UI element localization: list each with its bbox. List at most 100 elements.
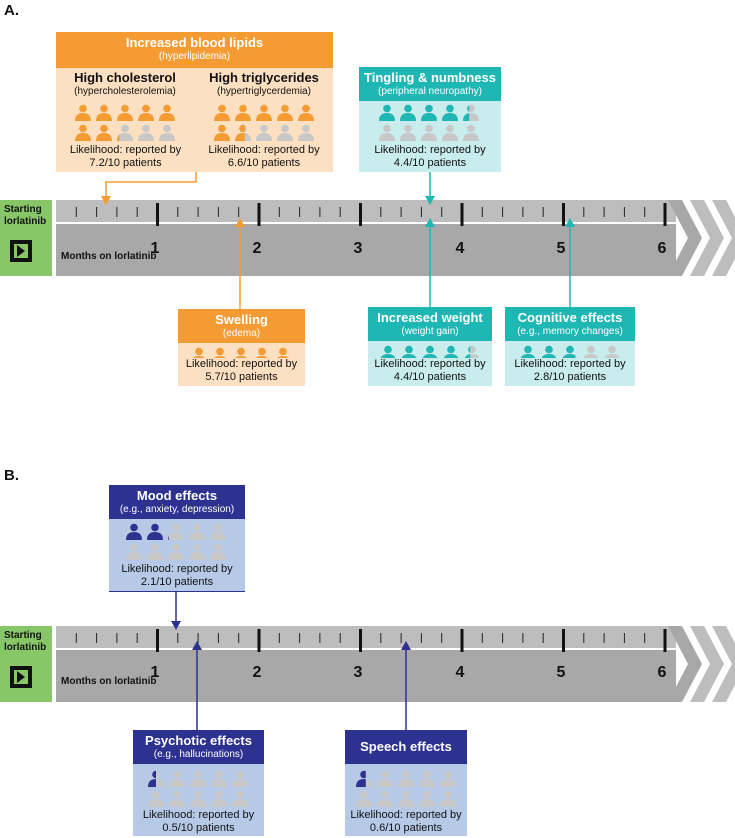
person-icon: [190, 770, 206, 787]
play-icon: [10, 666, 32, 688]
speech-likelihood-line2: 0.6/10 patients: [369, 822, 443, 834]
person-icon: [256, 124, 272, 141]
triglycerides-likelihood: Likelihood: reported by 6.6/10 patients: [195, 144, 333, 170]
speech-title: Speech effects: [360, 739, 452, 754]
speech-likelihood-line1: Likelihood: reported by: [350, 809, 462, 821]
weight-arrowhead: [425, 218, 435, 227]
weight-likelihood: Likelihood: reported by 4.4/10 patients: [368, 358, 492, 386]
start-label-a: Starting lorlatinib: [4, 204, 47, 227]
person-icon: [117, 104, 133, 121]
cholesterol-likelihood-line1: Likelihood: reported by: [69, 144, 182, 156]
tick-label-b-2: 2: [252, 664, 262, 681]
neuropathy-people-icons: [379, 104, 479, 141]
person-icon: [440, 790, 456, 807]
person-icon: [421, 124, 437, 141]
mood-header: Mood effects (e.g., anxiety, depression): [109, 485, 245, 519]
psychotic-likelihood: Likelihood: reported by 0.5/10 patients: [133, 809, 264, 835]
triglycerides-subtitle: (hypertriglycerdemia): [217, 86, 311, 97]
person-icon: [96, 124, 112, 141]
cognitive-title: Cognitive effects: [517, 310, 623, 325]
mood-likelihood: Likelihood: reported by 2.1/10 patients: [109, 563, 245, 589]
neuropathy-header: Tingling & numbness (peripheral neuropat…: [359, 67, 501, 101]
person-icon: [168, 543, 184, 560]
timeline-chevron: [668, 626, 702, 702]
edema-header: Swelling (edema): [178, 309, 305, 343]
tick-label-a-1: 1: [150, 240, 160, 257]
neuropathy-likelihood: Likelihood: reported by 4.4/10 patients: [359, 144, 501, 170]
person-icon: [398, 790, 414, 807]
hyperlipidemia-subtitle: (hyperlipidemia): [158, 51, 231, 62]
edema-subtitle: (edema): [222, 328, 261, 339]
neuropathy-box: Tingling & numbness (peripheral neuropat…: [359, 67, 501, 172]
hyperlipidemia-arrowhead: [101, 196, 111, 205]
person-icon: [377, 770, 393, 787]
neuropathy-subtitle: (peripheral neuropathy): [378, 86, 482, 97]
neuropathy-arrowhead: [425, 196, 435, 205]
tick-label-a-5: 5: [556, 240, 566, 257]
person-icon: [214, 124, 230, 141]
cholesterol-people-icons: [75, 104, 175, 141]
mood-subtitle: (e.g., anxiety, depression): [119, 504, 235, 515]
edema-arrowhead: [235, 218, 245, 227]
speech-header: Speech effects: [345, 730, 467, 764]
speech-people-icons: [356, 770, 456, 807]
start-box-a: Starting lorlatinib: [0, 200, 52, 276]
person-icon: [298, 124, 314, 141]
cholesterol-heading: High cholesterol (hypercholesterolemia): [56, 70, 194, 98]
timeline-chevron: [712, 200, 735, 276]
edema-likelihood-line1: Likelihood: reported by: [185, 358, 298, 370]
cognitive-likelihood-line1: Likelihood: reported by: [514, 358, 626, 370]
timeline-b: [56, 626, 735, 702]
panel-a-label: A.: [4, 2, 19, 19]
cognitive-arrowhead: [565, 218, 575, 227]
person-icon: [256, 104, 272, 121]
mood-people-icons: [126, 523, 226, 560]
timeline-chevron: [690, 626, 724, 702]
person-icon: [75, 104, 91, 121]
months-label-a: Months on lorlatinib: [61, 251, 157, 262]
tick-label-b-6: 6: [657, 664, 667, 681]
weight-likelihood-line2: 4.4/10 patients: [393, 371, 467, 383]
person-icon: [189, 523, 205, 540]
person-icon: [148, 770, 164, 787]
triglycerides-likelihood-line1: Likelihood: reported by: [208, 144, 320, 156]
person-icon: [277, 124, 293, 141]
person-icon: [400, 124, 416, 141]
timeline-chevron: [712, 626, 735, 702]
person-icon: [232, 790, 248, 807]
person-icon: [138, 124, 154, 141]
weight-title: Increased weight: [377, 310, 483, 325]
tick-label-a-2: 2: [252, 240, 262, 257]
psychotic-title: Psychotic effects: [145, 733, 252, 748]
person-icon: [168, 523, 184, 540]
person-icon: [169, 770, 185, 787]
tick-label-a-4: 4: [455, 240, 465, 257]
tick-label-a-3: 3: [353, 240, 363, 257]
person-icon: [277, 104, 293, 121]
panel-b-label: B.: [4, 467, 19, 484]
cognitive-likelihood: Likelihood: reported by 2.8/10 patients: [505, 358, 635, 386]
cognitive-subtitle: (e.g., memory changes): [517, 326, 623, 337]
person-icon: [75, 124, 91, 141]
cholesterol-likelihood-line2: 7.2/10 patients: [89, 157, 162, 169]
person-icon: [210, 523, 226, 540]
tick-label-b-4: 4: [455, 664, 465, 681]
person-icon: [463, 104, 479, 121]
neuropathy-likelihood-line2: 4.4/10 patients: [393, 157, 467, 169]
mood-title: Mood effects: [136, 488, 218, 503]
triglycerides-heading: High triglycerides (hypertriglycerdemia): [195, 70, 333, 98]
neuropathy-title: Tingling & numbness: [364, 70, 496, 85]
edema-likelihood: Likelihood: reported by 5.7/10 patients: [178, 358, 305, 386]
person-icon: [159, 104, 175, 121]
person-icon: [159, 124, 175, 141]
weight-header: Increased weight (weight gain): [368, 307, 492, 341]
person-icon: [235, 104, 251, 121]
person-icon: [190, 790, 206, 807]
cognitive-likelihood-line2: 2.8/10 patients: [533, 371, 607, 383]
cholesterol-subtitle: (hypercholesterolemia): [74, 86, 176, 97]
triglycerides-title: High triglycerides: [209, 70, 319, 85]
months-label-b: Months on lorlatinib: [61, 676, 157, 687]
person-icon: [189, 543, 205, 560]
person-icon: [419, 790, 435, 807]
person-icon: [96, 104, 112, 121]
